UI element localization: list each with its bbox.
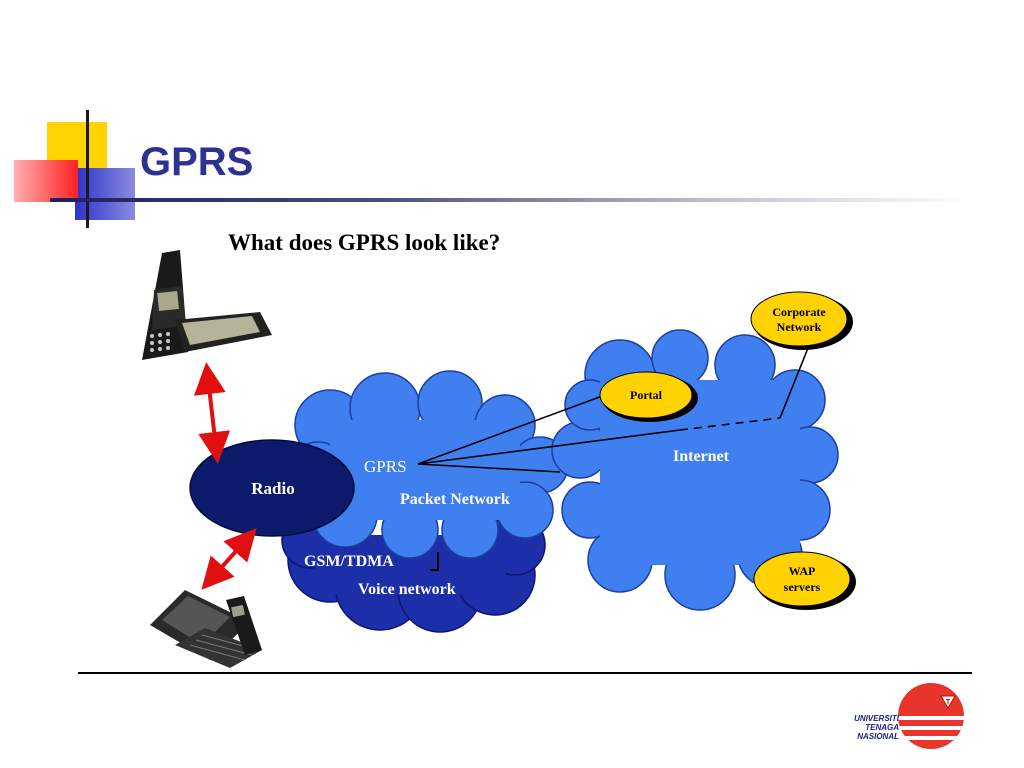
- voice-network-label: Voice network: [358, 581, 456, 598]
- portal-label: Portal: [630, 388, 663, 402]
- pda-radio-arrow: [201, 528, 257, 590]
- university-logo: T UNIVERSITI TENAGA NASIONAL: [854, 683, 964, 749]
- subtitle: What does GPRS look like?: [228, 230, 500, 255]
- blue-square: [75, 168, 135, 220]
- wap-servers-node: WAP servers: [753, 551, 856, 610]
- gsm-label: GSM/TDMA: [304, 553, 394, 570]
- internet-label: Internet: [673, 448, 730, 465]
- gprs-label: GPRS: [364, 457, 407, 476]
- portal-node: Portal: [599, 371, 698, 422]
- corporate-label-line1: Corporate: [772, 305, 826, 319]
- red-square: [14, 160, 78, 202]
- wap-label-line2: servers: [784, 580, 821, 594]
- title-decoration: [0, 0, 140, 240]
- radio-node: [189, 439, 355, 537]
- network-links: [417, 337, 813, 473]
- logo-text-line3: NASIONAL: [857, 732, 899, 741]
- packet-network-cloud: [289, 370, 569, 559]
- footer-rule: [78, 672, 972, 674]
- pda-device-icon: [150, 590, 262, 668]
- phone-radio-arrow: [193, 362, 231, 464]
- slide-title: GPRS: [140, 140, 254, 184]
- radio-label: Radio: [251, 479, 294, 498]
- wap-label-line1: WAP: [789, 564, 816, 578]
- svg-text:T: T: [946, 699, 951, 706]
- logo-text-line1: UNIVERSITI: [854, 714, 900, 723]
- packet-network-label: Packet Network: [400, 491, 510, 508]
- title-rule: [50, 198, 970, 202]
- corporate-network-node: Corporate Network: [750, 291, 853, 350]
- bracket-mark: [430, 552, 439, 571]
- mobile-phone-icon: [142, 250, 272, 360]
- corporate-label-line2: Network: [777, 320, 822, 334]
- vertical-line: [86, 110, 89, 228]
- logo-emblem-icon: T: [940, 695, 956, 709]
- logo-text-line2: TENAGA: [865, 723, 899, 732]
